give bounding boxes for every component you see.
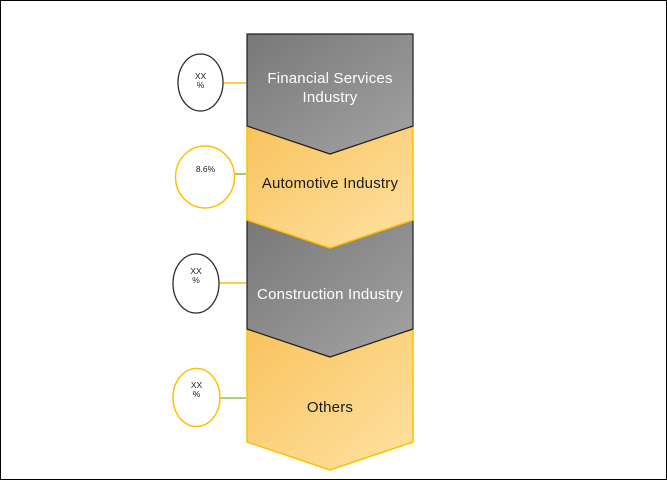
chevron-label-automotive-industry: Automotive Industry — [261, 175, 399, 192]
share-value-automotive-industry: 8.6% — [177, 165, 234, 174]
share-value-construction-industry: XX % — [173, 267, 219, 285]
share-bubble-financial-services-industry — [177, 53, 224, 112]
chevron-label-financial-services-industry: Financial Services Industry — [267, 70, 393, 106]
share-value-others: XX % — [173, 381, 220, 399]
share-value-line1: 8.6% — [195, 164, 216, 174]
share-bubble-automotive-industry — [174, 145, 236, 209]
share-value-financial-services-industry: XX % — [178, 72, 223, 90]
chevron-label-construction-industry: Construction Industry — [257, 286, 403, 303]
share-value-line2: % — [192, 389, 201, 399]
chevron-shape-financial-services-industry — [246, 33, 414, 155]
share-value-line1: XX — [190, 266, 202, 276]
share-value-line2: % — [192, 275, 200, 285]
share-value-line1: XX — [194, 71, 207, 81]
share-value-line2: % — [196, 80, 205, 90]
chevron-label-others: Others — [306, 399, 354, 416]
share-value-line1: XX — [190, 380, 203, 390]
share-bubble-others — [172, 367, 221, 428]
share-bubble-construction-industry — [172, 253, 220, 314]
